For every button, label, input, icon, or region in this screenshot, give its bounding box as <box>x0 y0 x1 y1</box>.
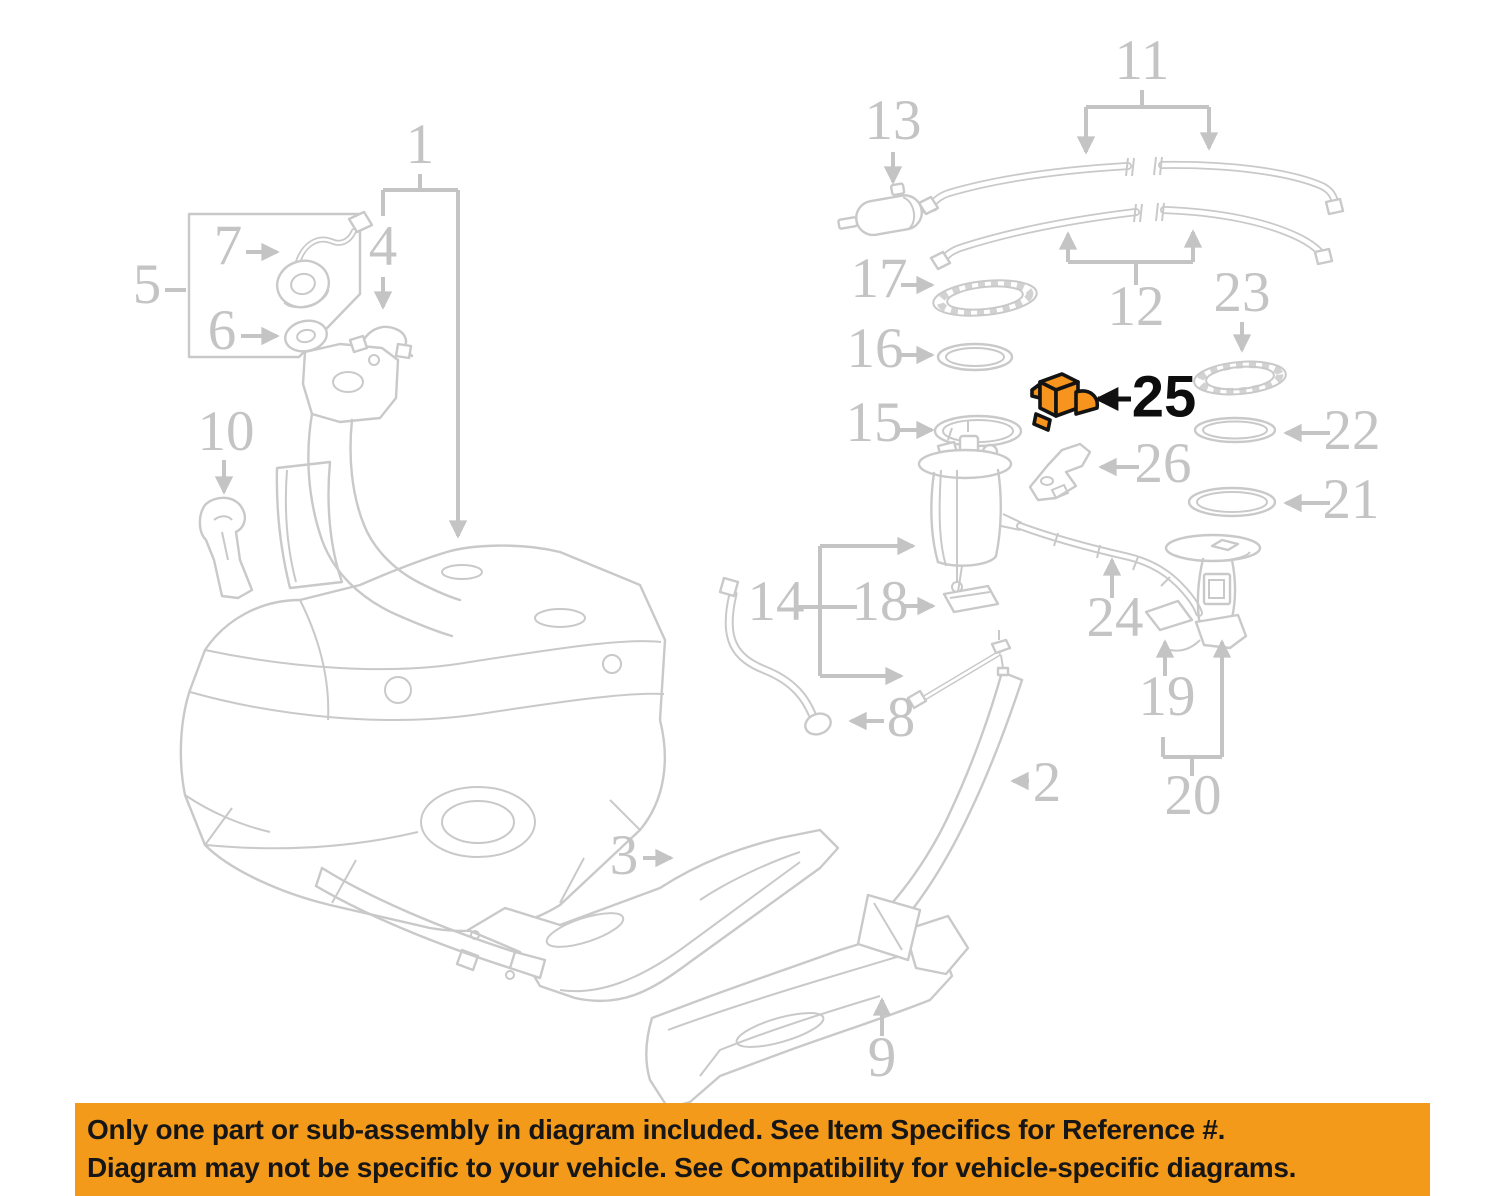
heat-shield-9 <box>645 914 970 1110</box>
callout-22: 22 <box>1324 399 1381 462</box>
part-7-harness <box>275 210 374 309</box>
leader-lines <box>165 90 1330 1036</box>
part-25-tab <box>1074 389 1100 416</box>
callout-14: 14 <box>748 570 805 633</box>
highlighted-part-25 <box>1030 372 1131 432</box>
fuel-tank <box>179 544 667 933</box>
callout-17: 17 <box>851 247 908 310</box>
callout-15: 15 <box>846 391 903 454</box>
callout-11: 11 <box>1115 29 1170 92</box>
fuel-filter-13 <box>837 182 938 237</box>
lock-ring-23 <box>1193 360 1287 396</box>
callout-24: 24 <box>1087 586 1144 649</box>
callout-labels: 1 2 3 4 5 6 7 8 9 10 11 12 13 14 15 16 1… <box>133 29 1381 1089</box>
hose-8 <box>718 576 832 736</box>
lock-ring-17 <box>932 279 1038 317</box>
part-25-front-face <box>1038 380 1058 418</box>
callout-19: 19 <box>1139 665 1196 728</box>
part-10-bracket <box>198 496 254 600</box>
callout-3: 3 <box>610 824 639 887</box>
callout-8: 8 <box>887 686 916 749</box>
callout-20: 20 <box>1165 764 1222 827</box>
tank-strap-2 <box>856 670 1024 962</box>
part-6-grommet <box>284 319 328 353</box>
disclaimer-line-2: Diagram may not be specific to your vehi… <box>87 1152 1297 1183</box>
disclaimer-line-1: Only one part or sub-assembly in diagram… <box>87 1114 1226 1145</box>
callout-23: 23 <box>1214 261 1271 324</box>
callout-2: 2 <box>1033 751 1062 814</box>
callout-26: 26 <box>1135 432 1192 495</box>
callout-7: 7 <box>214 214 243 277</box>
seal-ring-21 <box>1187 486 1277 518</box>
pad-19 <box>1144 599 1194 632</box>
callout-21: 21 <box>1323 468 1380 531</box>
callout-5: 5 <box>133 253 162 316</box>
fuel-level-sender-19-20 <box>1144 533 1262 652</box>
fuel-hoses-11-12 <box>917 156 1345 271</box>
callout-4: 4 <box>369 215 398 278</box>
callout-12: 12 <box>1108 275 1165 338</box>
group-5-box <box>187 212 362 359</box>
callout-6: 6 <box>208 299 237 362</box>
callout-13: 13 <box>865 89 922 152</box>
fuel-pump-module-18 <box>917 420 1013 614</box>
callout-18: 18 <box>852 570 909 633</box>
crossover-tube-24 <box>1000 513 1203 617</box>
part-4-clamp <box>348 325 414 360</box>
seal-ring-22 <box>1193 416 1277 444</box>
tank-strap-left <box>314 866 547 980</box>
seal-ring-16 <box>936 342 1014 372</box>
disclaimer-banner: Only one part or sub-assembly in diagram… <box>75 1103 1430 1196</box>
callout-1: 1 <box>406 113 435 176</box>
seal-ring-15 <box>933 414 1023 448</box>
heat-shield-3 <box>455 828 840 1003</box>
bracket-26 <box>1028 442 1092 502</box>
transfer-tube <box>906 630 1012 710</box>
part-25-foot <box>1032 412 1052 432</box>
callout-9: 9 <box>868 1026 897 1089</box>
callout-25-highlighted: 25 <box>1132 364 1197 429</box>
callout-10: 10 <box>198 400 255 463</box>
callout-16: 16 <box>847 317 904 380</box>
